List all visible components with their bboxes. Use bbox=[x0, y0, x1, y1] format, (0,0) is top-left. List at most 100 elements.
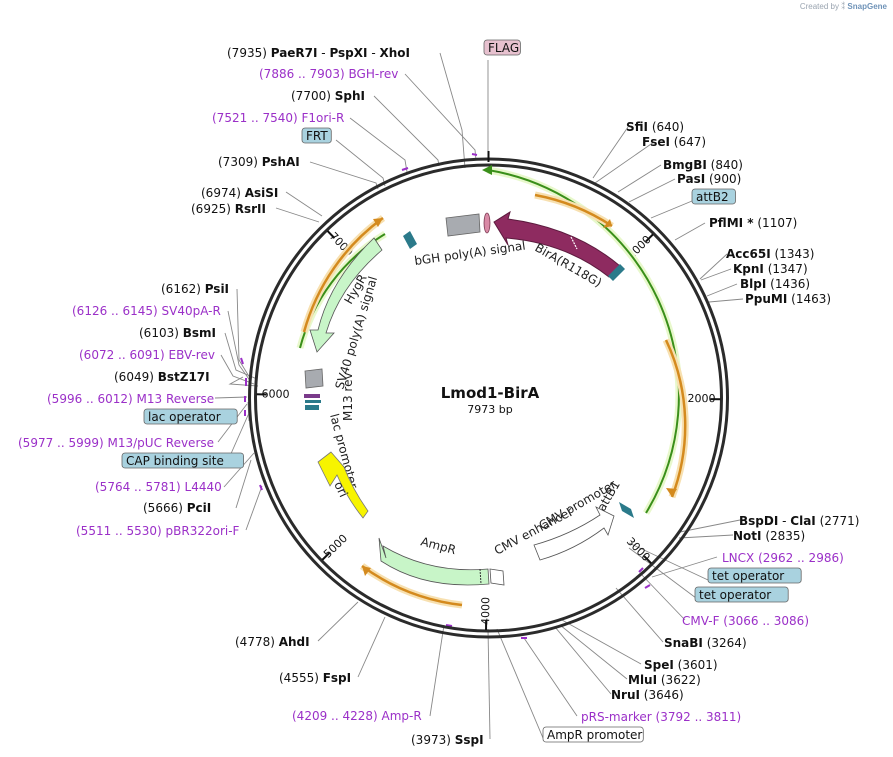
primer-label: (5511 .. 5530) pBR322ori-F bbox=[76, 524, 240, 538]
site-name: FseI bbox=[642, 135, 670, 149]
site-position: (1347) bbox=[764, 262, 808, 276]
restriction-site-label: (7700) SphI bbox=[291, 89, 365, 103]
site-position: (3066 .. 3086) bbox=[719, 614, 809, 628]
site-position: (840) bbox=[707, 158, 743, 172]
restriction-site-label: SfiI (640) bbox=[626, 120, 684, 134]
restriction-site-label: (6974) AsiSI bbox=[201, 186, 278, 200]
site-name: PciI bbox=[187, 501, 212, 515]
site-name: PpuMI bbox=[745, 292, 787, 306]
site-position: (5511 .. 5530) bbox=[76, 524, 166, 538]
site-name: Acc65I bbox=[726, 247, 771, 261]
site-name: NotI bbox=[733, 529, 762, 543]
restriction-site-label: (7309) PshAI bbox=[218, 155, 300, 169]
m13rev-mark bbox=[304, 394, 320, 398]
site-position: (5764 .. 5781) bbox=[95, 480, 185, 494]
site-name-extra: XhoI bbox=[379, 46, 410, 60]
restriction-site-label: BspDI - ClaI (2771) bbox=[739, 514, 859, 528]
feature-box-label: attB2 bbox=[696, 190, 729, 204]
tick-label: 2000 bbox=[687, 392, 715, 405]
restriction-site-label: KpnI (1347) bbox=[733, 262, 808, 276]
site-position: (1107) bbox=[754, 216, 798, 230]
primer-label: (6072 .. 6091) EBV-rev bbox=[79, 348, 215, 362]
site-position: (3622) bbox=[657, 673, 701, 687]
orange-arc-left bbox=[302, 216, 384, 333]
site-position: (1343) bbox=[771, 247, 815, 261]
restriction-site-label: (4778) AhdI bbox=[235, 635, 310, 649]
tick-mark bbox=[321, 552, 331, 561]
restriction-site-label: (6103) BsmI bbox=[139, 326, 216, 340]
ampR-promoter-feature bbox=[489, 568, 505, 586]
frt-feature bbox=[403, 231, 417, 249]
restriction-site-label: NruI (3646) bbox=[611, 688, 684, 702]
site-name: SfiI bbox=[626, 120, 648, 134]
ori-label: ori bbox=[331, 479, 350, 499]
restriction-site-label: (3973) SspI bbox=[411, 733, 484, 747]
primer-name: pBR322ori-F bbox=[166, 524, 240, 538]
primer-marks bbox=[240, 153, 651, 639]
site-name-extra: PspXI bbox=[329, 46, 367, 60]
site-position: (6049) bbox=[114, 370, 158, 384]
snapgene-logo-icon: ⁑ bbox=[841, 2, 846, 11]
site-name: BstZ17I bbox=[158, 370, 210, 384]
restriction-site-label: Acc65I (1343) bbox=[726, 247, 814, 261]
site-position: (6974) bbox=[201, 186, 245, 200]
site-name: BlpI bbox=[740, 277, 766, 291]
primer-label: LNCX (2962 .. 2986) bbox=[722, 551, 844, 565]
restriction-site-label: (6049) BstZ17I bbox=[114, 370, 210, 384]
plasmid-name: Lmod1-BirA bbox=[441, 384, 540, 402]
tick-label: 5000 bbox=[321, 532, 350, 561]
tick-label: 6000 bbox=[261, 387, 289, 400]
orange-arrowhead-bottom-icon bbox=[362, 566, 371, 576]
green-arrowhead-icon bbox=[482, 165, 492, 175]
restriction-site-label: BlpI (1436) bbox=[740, 277, 810, 291]
primer-name: LNCX bbox=[722, 551, 754, 565]
site-position: (3601) bbox=[674, 658, 718, 672]
site-position: (4209 .. 4228) bbox=[292, 709, 382, 723]
feature-label-box bbox=[707, 567, 802, 584]
feature-label-box bbox=[301, 127, 332, 144]
lac-operator-mark bbox=[305, 400, 321, 403]
primer-label: pRS-marker (3792 .. 3811) bbox=[581, 710, 741, 724]
restriction-site-label: (5666) PciI bbox=[143, 501, 211, 515]
restriction-site-label: PflMI * (1107) bbox=[709, 216, 797, 230]
site-position: (6162) bbox=[161, 282, 205, 296]
site-position: (2835) bbox=[762, 529, 806, 543]
site-name: PaeR7I bbox=[271, 46, 318, 60]
site-position: (4778) bbox=[235, 635, 279, 649]
site-position: (1463) bbox=[787, 292, 831, 306]
site-name: FspI bbox=[323, 671, 351, 685]
tick-mark bbox=[645, 233, 654, 243]
feature-box-label: AmpR promoter bbox=[547, 728, 642, 742]
site-position: (2962 .. 2986) bbox=[754, 551, 844, 565]
feature-label-box bbox=[483, 39, 521, 56]
flag-feature bbox=[483, 212, 491, 234]
plasmid-size: 7973 bp bbox=[467, 403, 512, 416]
site-name: PshAI bbox=[262, 155, 300, 169]
primer-name: pRS-marker bbox=[581, 710, 652, 724]
site-name-extra: - bbox=[368, 46, 380, 60]
site-name-extra: - bbox=[778, 514, 790, 528]
feature-label-box bbox=[691, 188, 736, 205]
restriction-site-label: SpeI (3601) bbox=[644, 658, 718, 672]
cmv-enhancer-feature bbox=[533, 506, 615, 561]
site-position: (2771) bbox=[816, 514, 860, 528]
site-name: BspDI bbox=[739, 514, 778, 528]
site-name: PsiI bbox=[205, 282, 229, 296]
feature-box-label: FRT bbox=[306, 129, 328, 143]
feature-box-label: CAP binding site bbox=[126, 454, 224, 468]
restriction-site-label: FseI (647) bbox=[642, 135, 706, 149]
site-position: (7935) bbox=[227, 46, 271, 60]
site-position: (3973) bbox=[411, 733, 455, 747]
primer-label: (6126 .. 6145) SV40pA-R bbox=[72, 304, 221, 318]
tick-mark bbox=[326, 230, 336, 239]
feature-box-label: FLAG bbox=[488, 41, 519, 55]
site-position: (7309) bbox=[218, 155, 262, 169]
feature-box-label: tet operator bbox=[712, 569, 784, 583]
site-name: AhdI bbox=[279, 635, 310, 649]
primer-label: (5996 .. 6012) M13 Reverse bbox=[47, 392, 214, 406]
restriction-site-label: PasI (900) bbox=[677, 172, 741, 186]
site-position: (3646) bbox=[640, 688, 684, 702]
orange-arc-top bbox=[534, 193, 613, 228]
orange-arrowhead-top-icon bbox=[603, 219, 612, 228]
orange-arrowhead-right-icon bbox=[666, 488, 677, 497]
